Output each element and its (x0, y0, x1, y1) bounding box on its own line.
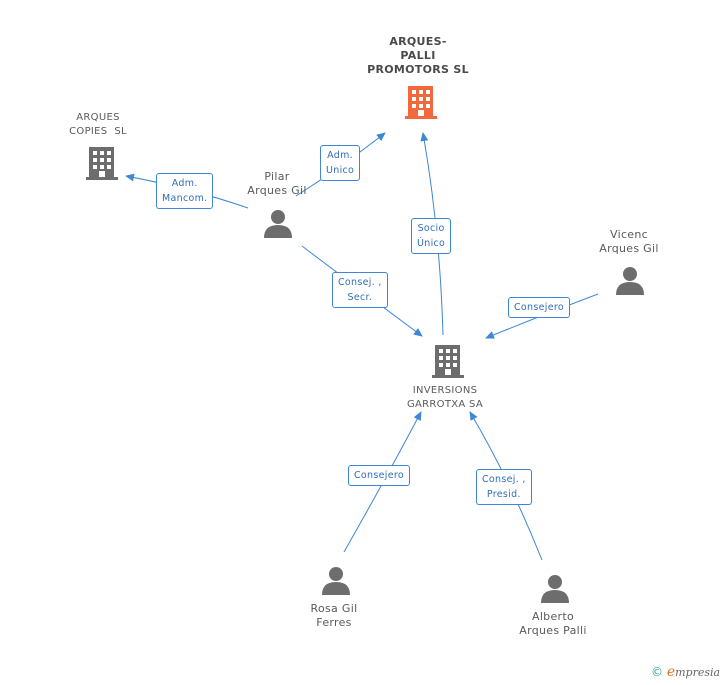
main-company-building-icon[interactable] (405, 86, 437, 119)
pilar-person-icon[interactable] (264, 210, 292, 238)
copyright-symbol: © (651, 665, 663, 679)
pilar-label[interactable]: Pilar Arques Gil (236, 170, 318, 198)
edge-label-line: Mancom. (162, 193, 208, 204)
edge-label-line: Adm. (171, 178, 198, 189)
brand-e: e (666, 664, 676, 680)
copies-company-label-line: COPIES SL (69, 126, 127, 137)
edge-label-consejero-rosa: Consejero (348, 465, 410, 486)
pilar-label-line: Pilar (264, 170, 290, 183)
edge-label-line: Consej. , (338, 277, 382, 288)
inversions-company-label-line: INVERSIONS (412, 385, 478, 396)
alberto-label[interactable]: Alberto Arques Palli (505, 610, 601, 638)
vicenc-label-line: Vicenc (610, 228, 648, 241)
edge-label-line: Consejero (354, 470, 404, 481)
copies-company-label-line: ARQUES (76, 112, 120, 123)
edge-label-consej-secr: Consej. , Secr. (332, 272, 388, 308)
edge-label-adm-mancom: Adm. Mancom. (156, 173, 214, 209)
alberto-person-icon[interactable] (541, 575, 569, 603)
empresia-logo[interactable]: © empresia (651, 664, 720, 680)
alberto-label-line: Alberto (532, 610, 574, 623)
vicenc-label[interactable]: Vicenc Arques Gil (588, 228, 670, 256)
main-company-label[interactable]: ARQUES- PALLI PROMOTORS SL (360, 35, 476, 77)
edge-label-consejero-vicenc: Consejero (508, 297, 570, 318)
pilar-label-line: Arques Gil (247, 184, 307, 197)
edge-label-socio-unico: Socio Único (411, 218, 452, 254)
edge-label-line: Consejero (514, 302, 564, 313)
inversions-building-icon[interactable] (432, 345, 464, 378)
edge-label-line: Unico (326, 165, 355, 176)
rosa-label-line: Ferres (316, 616, 352, 629)
edge-label-line: Único (417, 238, 446, 249)
alberto-label-line: Arques Palli (519, 624, 587, 637)
vicenc-person-icon[interactable] (616, 267, 644, 295)
edge-label-line: Presid. (486, 489, 521, 500)
edge-label-consej-presid: Consej. , Presid. (476, 469, 532, 505)
copies-company-label[interactable]: ARQUES COPIES SL (48, 111, 148, 139)
main-company-label-line: PROMOTORS SL (367, 63, 469, 76)
vicenc-label-line: Arques Gil (599, 242, 659, 255)
rosa-label[interactable]: Rosa Gil Ferres (293, 602, 375, 630)
edge-label-adm-unico: Adm. Unico (320, 145, 361, 181)
inversions-company-label[interactable]: INVERSIONS GARROTXA SA (390, 384, 500, 412)
edge-label-line: Socio (417, 223, 445, 234)
copies-building-icon[interactable] (86, 147, 118, 180)
rosa-person-icon[interactable] (322, 567, 350, 595)
edge-label-line: Secr. (347, 292, 373, 303)
edge-label-line: Adm. (327, 150, 353, 161)
edge-label-line: Consej. , (482, 474, 526, 485)
brand-name: mpresia (675, 666, 721, 679)
main-company-label-line: PALLI (400, 49, 436, 62)
inversions-company-label-line: GARROTXA SA (406, 399, 483, 410)
main-company-label-line: ARQUES- (389, 35, 447, 48)
rosa-label-line: Rosa Gil (310, 602, 358, 615)
